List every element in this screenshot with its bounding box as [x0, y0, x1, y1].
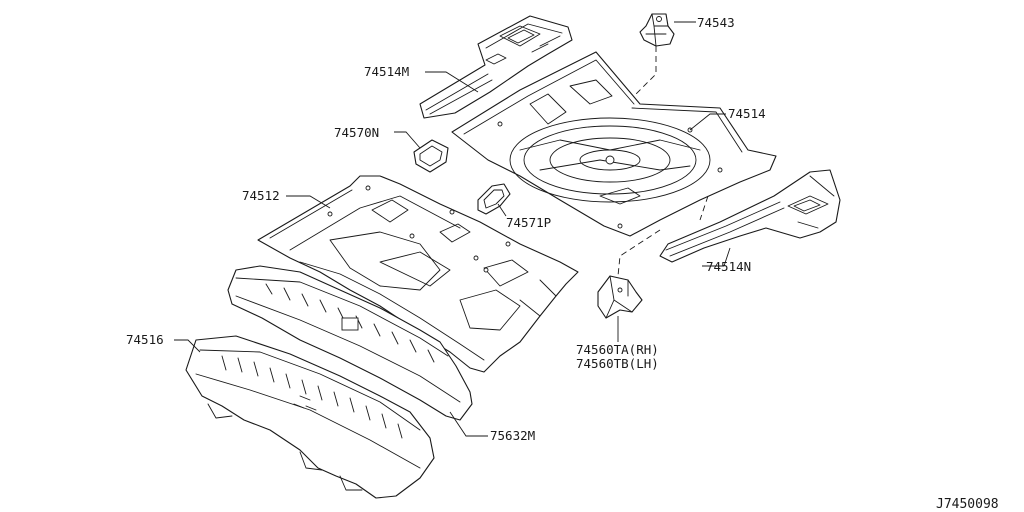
label-74512: 74512 [242, 188, 280, 203]
part-74571P [477, 183, 511, 215]
label-74514: 74514 [728, 106, 766, 121]
leader-lines [174, 21, 731, 437]
part-labels: 74543 74514M 74514 74570N 74512 74571P 7… [126, 15, 999, 512]
label-74570N: 74570N [334, 125, 379, 140]
label-74514M: 74514M [364, 64, 409, 79]
label-74543: 74543 [697, 15, 735, 30]
part-74543 [639, 13, 675, 47]
part-74514 [451, 51, 777, 237]
diagram-reference-code: J7450098 [936, 497, 999, 512]
label-74560TB: 74560TB(LH) [576, 356, 659, 371]
part-74516 [185, 335, 435, 499]
part-74514N [659, 169, 841, 263]
part-74512 [257, 175, 579, 373]
label-75632M: 75632M [490, 428, 535, 443]
label-74560TA: 74560TA(RH) [576, 342, 659, 357]
label-74516: 74516 [126, 332, 164, 347]
part-74560T [597, 275, 643, 319]
label-74571P: 74571P [506, 215, 551, 230]
part-75632M [227, 265, 473, 421]
part-74514M [419, 15, 573, 119]
part-74570N [413, 139, 449, 173]
label-74514N: 74514N [706, 259, 751, 274]
